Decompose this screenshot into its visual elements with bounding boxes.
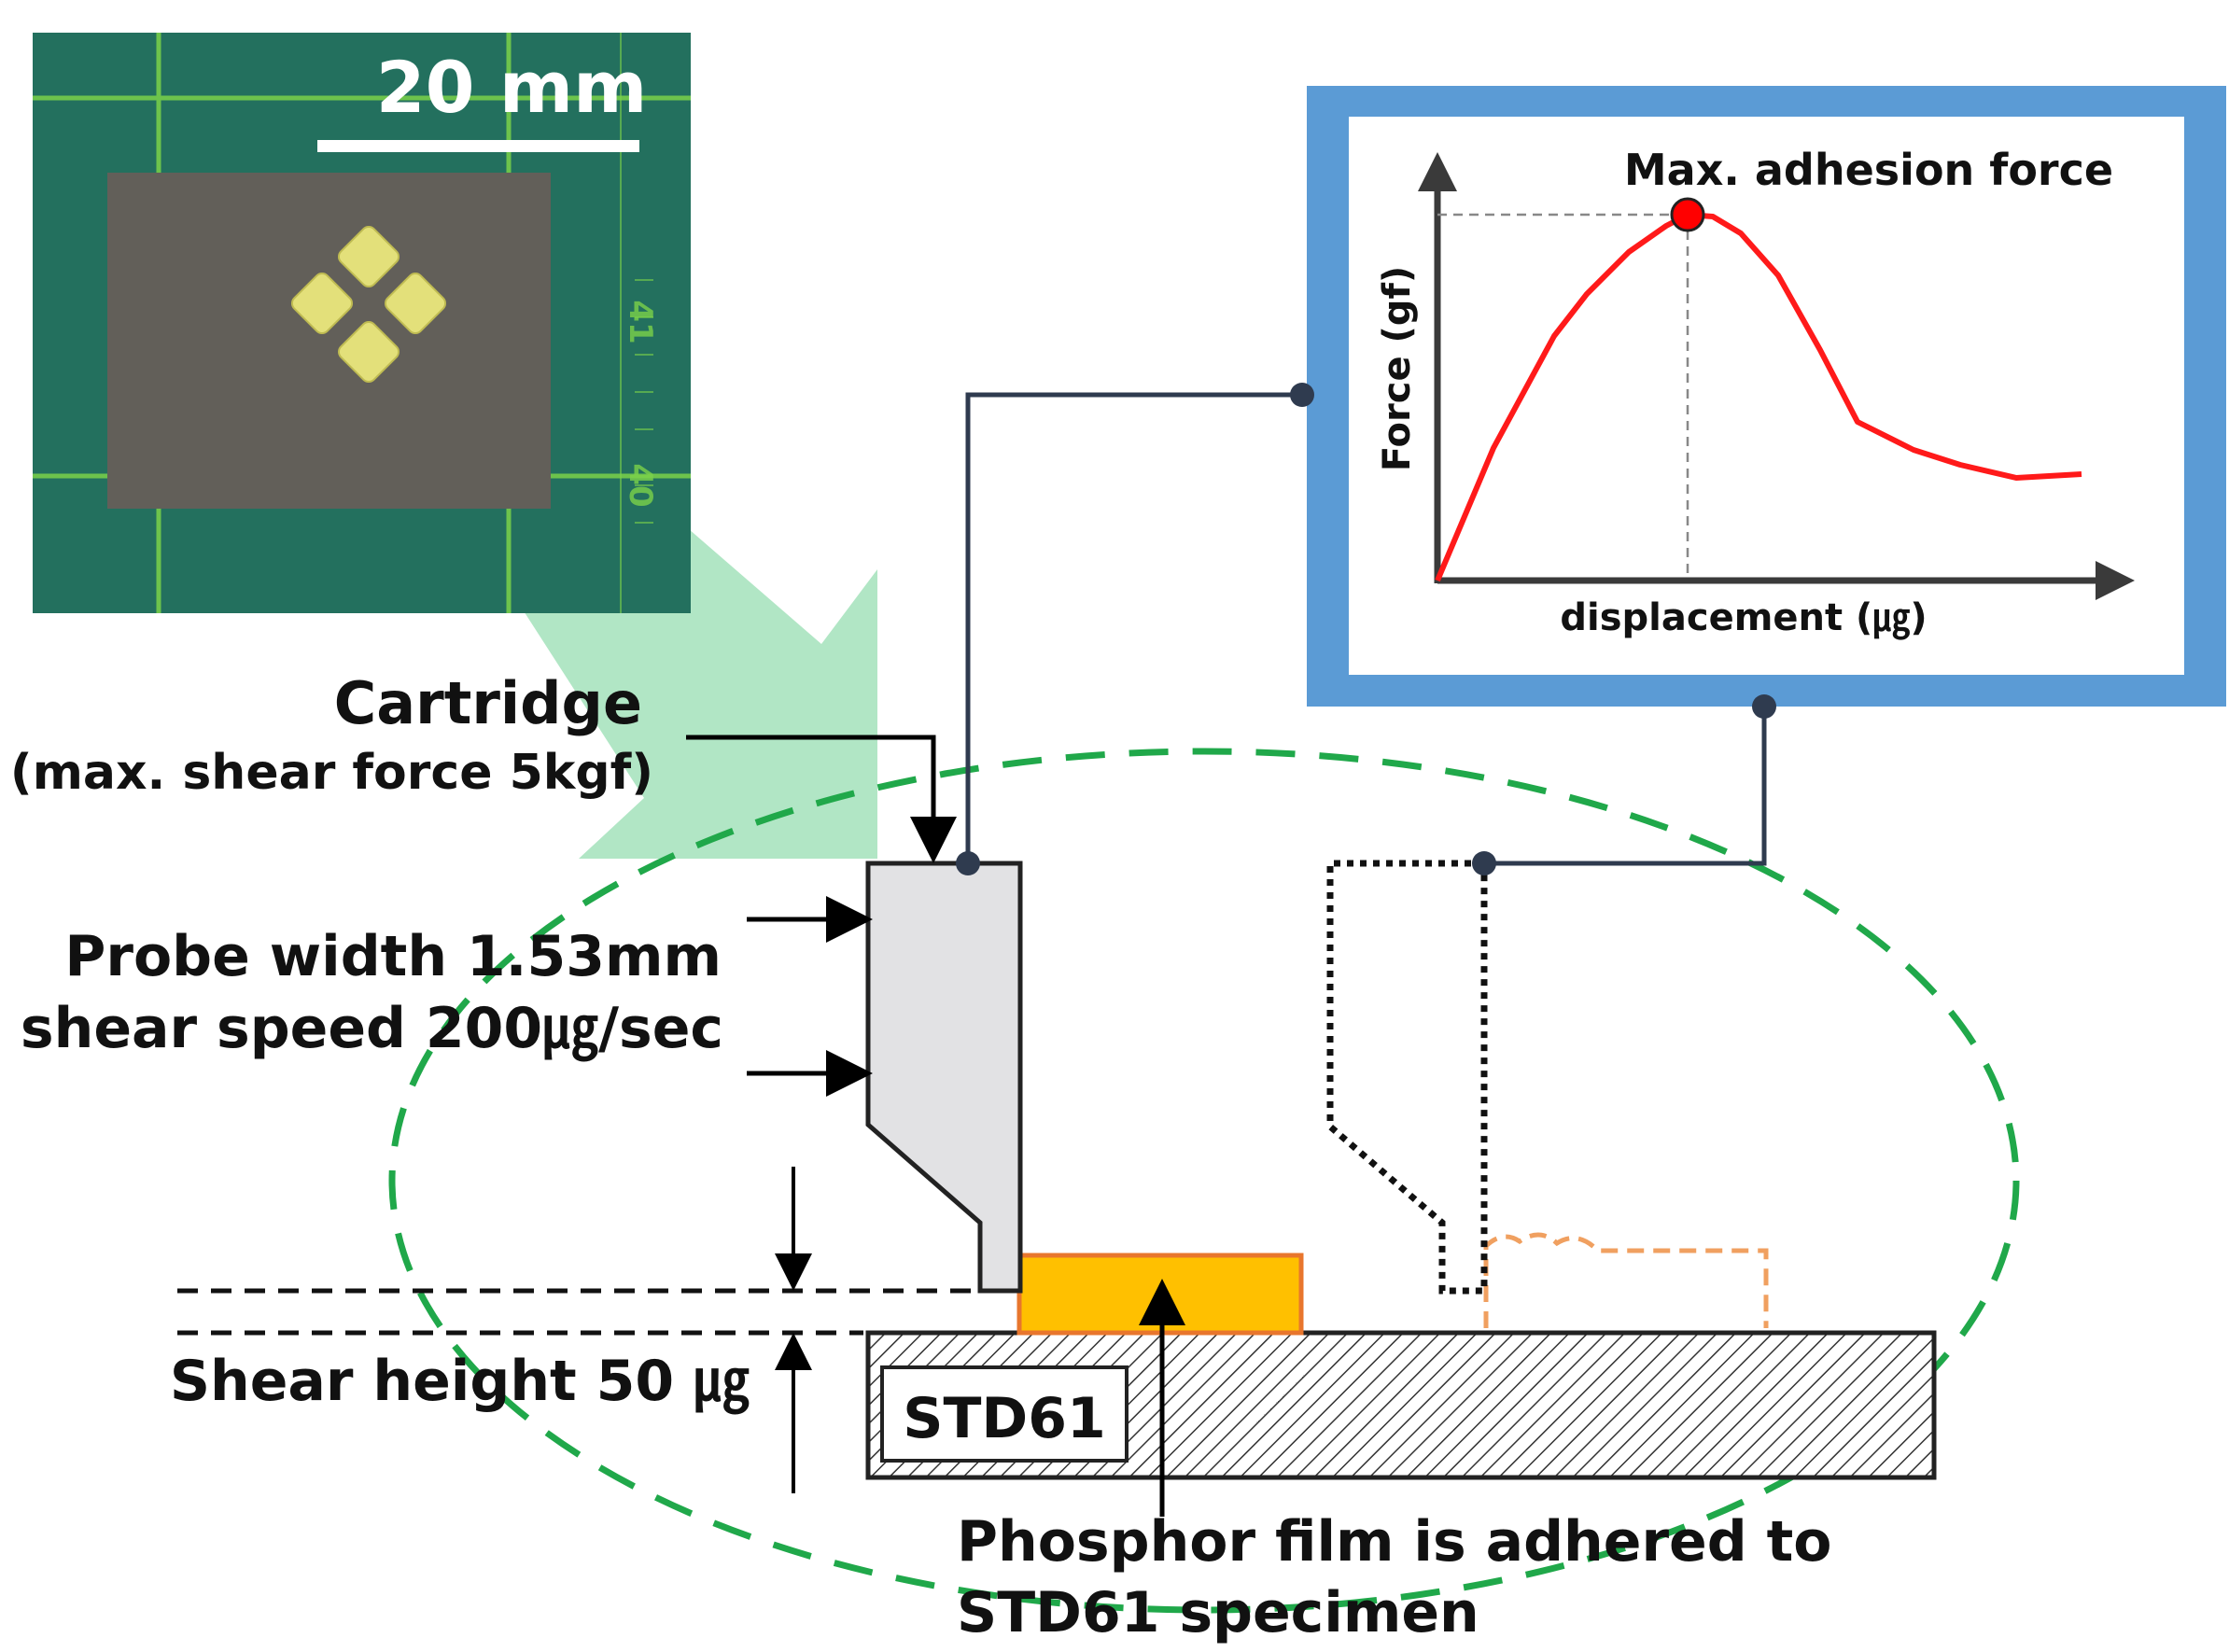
probe-after-shear-outline xyxy=(1326,860,1488,1295)
signal-connectors xyxy=(965,392,1767,866)
connector-node-probe xyxy=(956,851,980,875)
scale-bar xyxy=(317,140,639,152)
std61-label-box xyxy=(880,1365,1129,1463)
connector-node-ghost xyxy=(1472,851,1496,875)
graph-y-label: Force (gf) xyxy=(1376,266,1419,471)
max-adhesion-label: Max. adhesion force xyxy=(1624,145,2113,195)
shear-probe xyxy=(865,861,1023,1294)
cartridge-label: Cartridge xyxy=(334,669,642,737)
ruler-mark-40: 40 xyxy=(622,463,659,507)
shear-speed-label: shear speed 200㎍/sec xyxy=(21,996,723,1062)
phosphor-label-line1: Phosphor film is adhered to xyxy=(957,1509,1831,1575)
cartridge-note: (max. shear force 5kgf) xyxy=(10,745,653,801)
connector-node-graph-bottom xyxy=(1752,694,1776,719)
ruler-mark-41: 41 xyxy=(622,300,659,343)
phosphor-label-line2: STD61 specimen xyxy=(957,1580,1479,1645)
std61-chip xyxy=(107,173,551,509)
shear-height-label: Shear height 50 ㎍ xyxy=(170,1349,750,1415)
detail-ellipse xyxy=(388,748,2020,1614)
scale-bar-label: 20 mm xyxy=(376,46,648,129)
force-curve xyxy=(1435,212,2082,582)
cartridge-leader xyxy=(686,735,957,863)
force-displacement-graph: Max. adhesion force Force (gf) displacem… xyxy=(1307,86,2226,707)
connector-node-graph-left xyxy=(1290,383,1314,407)
phosphor-pads xyxy=(290,225,447,384)
sheared-film-outline xyxy=(1483,1232,1769,1328)
specimen-photo: 41 40 20 mm xyxy=(33,33,691,613)
probe-width-label: Probe width 1.53mm xyxy=(64,924,722,989)
std61-label: STD61 xyxy=(903,1386,1105,1451)
max-adhesion-point xyxy=(1670,197,1705,232)
graph-x-label: displacement (㎍) xyxy=(1560,596,1927,641)
graph-canvas xyxy=(1349,117,2184,675)
